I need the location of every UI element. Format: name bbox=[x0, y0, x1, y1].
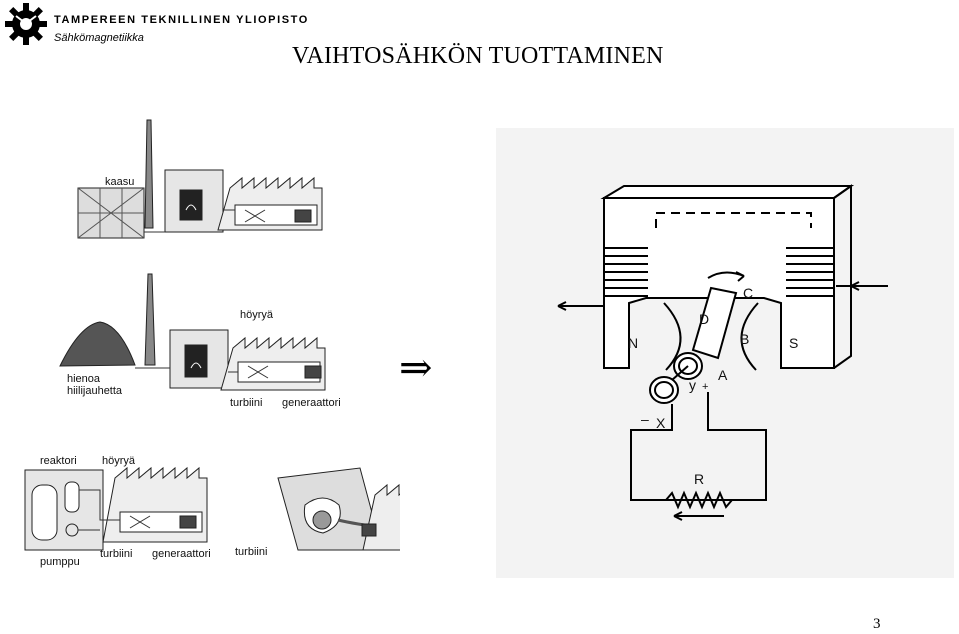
label-brush-x: X bbox=[656, 415, 666, 431]
plant3-turbine-label: turbiini bbox=[100, 548, 132, 560]
plant2-fuel-label-line1: hienoa bbox=[67, 373, 101, 385]
label-loop-d: D bbox=[699, 311, 709, 327]
university-name: TAMPEREEN TEKNILLINEN YLIOPISTO bbox=[54, 14, 309, 26]
plant2-generator-label: generaattori bbox=[282, 397, 341, 409]
coal-power-plant bbox=[59, 273, 326, 391]
plant2-turbine-label: turbiini bbox=[230, 397, 262, 409]
label-loop-a: A bbox=[718, 367, 728, 383]
university-logo-icon bbox=[5, 3, 47, 45]
implies-arrow: ⇒ bbox=[399, 345, 433, 391]
department-name: Sähkömagnetiikka bbox=[54, 32, 144, 44]
plant3-generator-label: generaattori bbox=[152, 548, 211, 560]
label-plus: + bbox=[702, 381, 708, 393]
plant1-fuel-label: kaasu bbox=[105, 176, 134, 188]
label-south: S bbox=[789, 335, 798, 351]
label-brush-y: y bbox=[689, 377, 696, 393]
label-north: N bbox=[628, 335, 638, 351]
plant3-pump-label: pumppu bbox=[40, 556, 80, 568]
label-resistor: R bbox=[694, 471, 704, 487]
plant3-reactor-label: reaktori bbox=[40, 455, 77, 467]
label-loop-b: B bbox=[740, 331, 749, 347]
page-number: 3 bbox=[873, 616, 881, 632]
ac-generator-diagram: N S C D B A y + X – R bbox=[496, 128, 954, 578]
hydro-power-plant bbox=[277, 467, 400, 551]
gas-power-plant bbox=[77, 119, 323, 239]
power-plants-figure: kaasu höyryä hienoa hiilijauhetta turbii… bbox=[24, 119, 400, 568]
nuclear-power-plant bbox=[24, 466, 208, 551]
slide-title: VAIHTOSÄHKÖN TUOTTAMINEN bbox=[292, 43, 664, 69]
label-loop-c: C bbox=[743, 285, 753, 301]
plant3-steam-label: höyryä bbox=[102, 455, 136, 467]
label-minus: – bbox=[641, 411, 649, 427]
plant4-turbine-label: turbiini bbox=[235, 546, 267, 558]
plant2-fuel-label-line2: hiilijauhetta bbox=[67, 385, 123, 397]
plant2-steam-label: höyryä bbox=[240, 309, 274, 321]
